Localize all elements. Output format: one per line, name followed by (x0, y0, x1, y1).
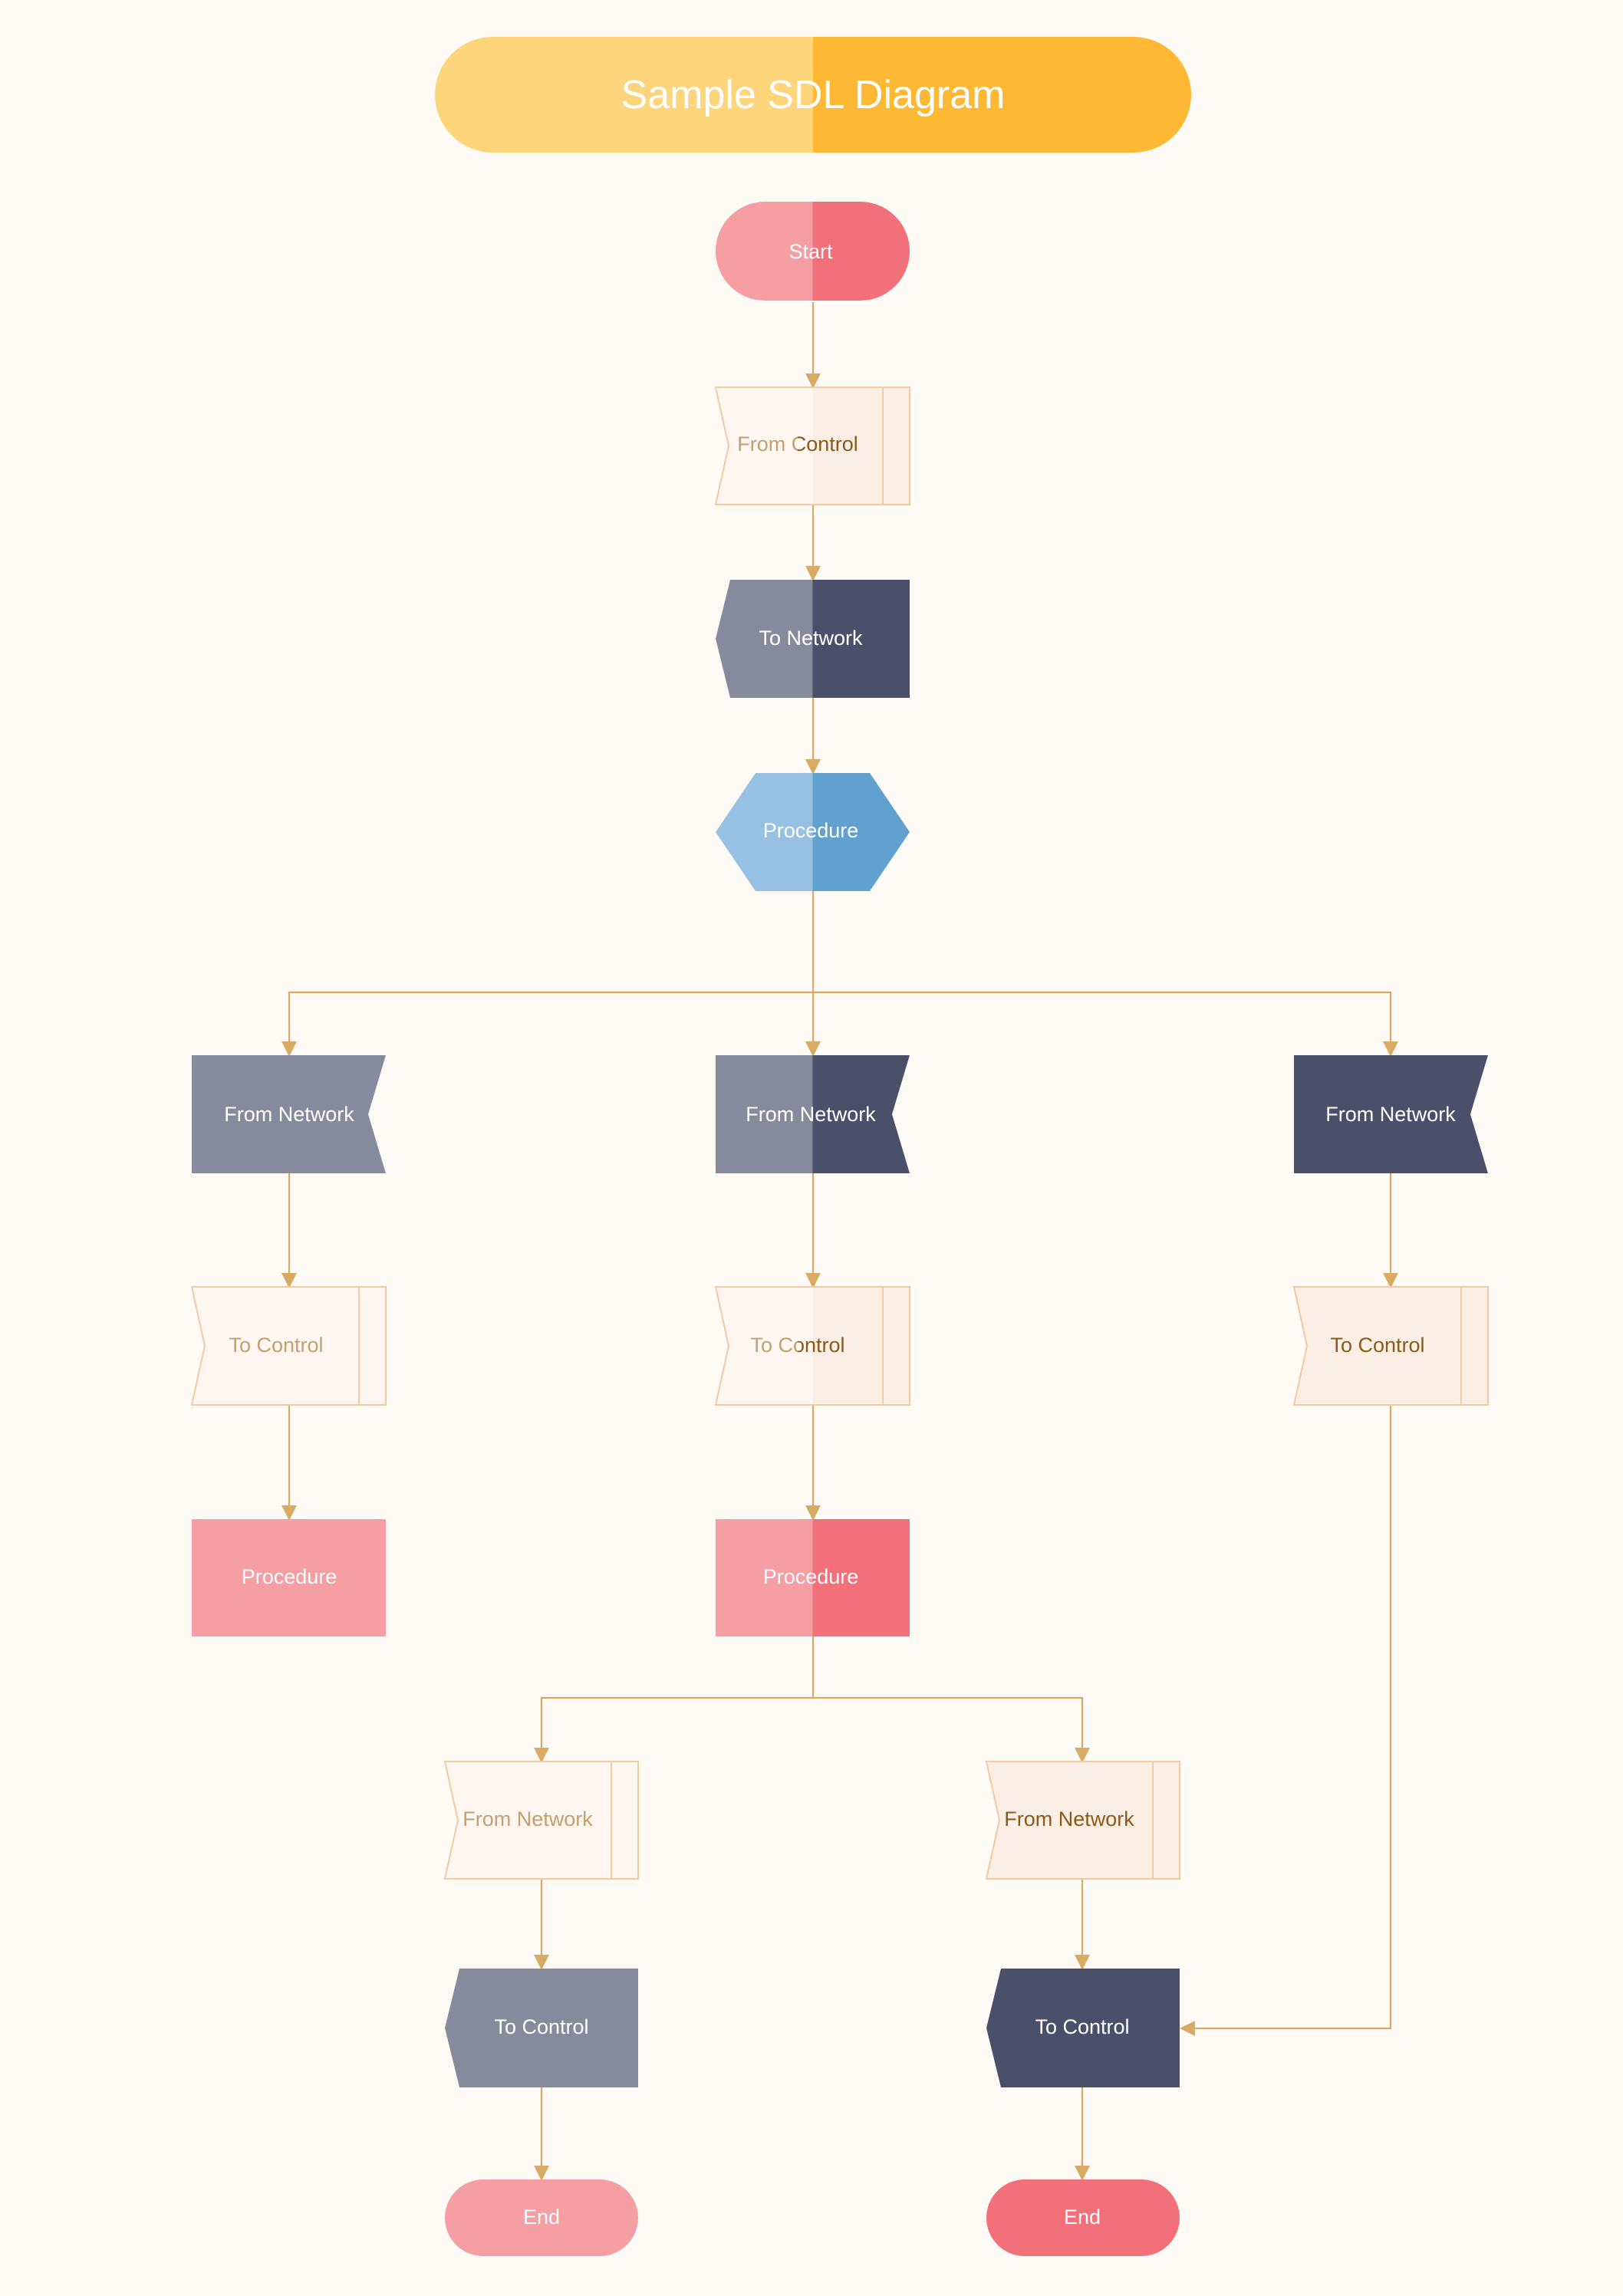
node-to-network[interactable]: To Network (716, 580, 910, 698)
connector-to-control-right-to-to-control-lower-right (1180, 1405, 1392, 2036)
node-to-control-lower-right[interactable]: To Control (986, 1969, 1180, 2087)
connector-procedure-to-from-network-right (813, 991, 1398, 1057)
node-procedure-main-label: Procedure (763, 819, 859, 842)
node-from-network-right-label: From Network (1325, 1103, 1456, 1126)
node-procedure-left[interactable]: Procedure (192, 1519, 386, 1636)
node-from-network-center-label: From Network (746, 1103, 876, 1126)
node-end-left[interactable]: End (445, 2179, 638, 2256)
node-procedure-center[interactable]: Procedure (716, 1519, 910, 1636)
node-start[interactable]: Start (716, 202, 910, 301)
node-from-network-left-label: From Network (224, 1103, 354, 1126)
connector-procedure-to-from-network-left (281, 891, 815, 1057)
node-procedure-center-label: Procedure (763, 1565, 859, 1588)
node-to-control-center-label: To Control (750, 1334, 844, 1357)
node-to-control-right-label: To Control (1330, 1334, 1424, 1357)
node-to-control-lower-left-label: To Control (494, 2015, 588, 2038)
node-procedure-main[interactable]: Procedure (716, 773, 910, 891)
node-end-right[interactable]: End (986, 2179, 1180, 2256)
node-from-network-center[interactable]: From Network (716, 1055, 910, 1173)
node-to-control-left[interactable]: To Control (190, 1286, 387, 1406)
node-to-control-lower-left[interactable]: To Control (445, 1969, 638, 2087)
node-from-network-right[interactable]: From Network (1294, 1055, 1488, 1173)
connectors (281, 302, 1398, 2181)
node-start-label: Start (788, 240, 833, 263)
node-to-control-left-label: To Control (229, 1334, 323, 1357)
node-from-network-lower-right-label: From Network (1004, 1808, 1134, 1831)
node-from-network-lower-left[interactable]: From Network (443, 1761, 639, 1880)
node-end-right-label: End (1064, 2206, 1101, 2229)
node-to-control-lower-right-label: To Control (1035, 2015, 1129, 2038)
title-text: Sample SDL Diagram (621, 73, 1006, 117)
node-from-network-left[interactable]: From Network (192, 1055, 386, 1173)
connector-procedure-center-to-from-network-lower-left (534, 1636, 815, 1763)
node-procedure-left-label: Procedure (242, 1565, 337, 1588)
node-from-control-label: From Control (737, 433, 858, 456)
node-to-network-label: To Network (759, 627, 863, 650)
node-to-control-right[interactable]: To Control (1292, 1286, 1489, 1406)
node-to-control-center[interactable]: To Control (714, 1286, 910, 1406)
node-end-left-label: End (523, 2206, 560, 2229)
node-from-network-lower-right[interactable]: From Network (985, 1761, 1180, 1880)
node-from-network-lower-left-label: From Network (463, 1808, 593, 1831)
node-from-control[interactable]: From Control (714, 387, 910, 505)
connector-procedure-center-to-from-network-lower-right (813, 1696, 1090, 1763)
diagram-title: Sample SDL Diagram (435, 37, 1191, 153)
